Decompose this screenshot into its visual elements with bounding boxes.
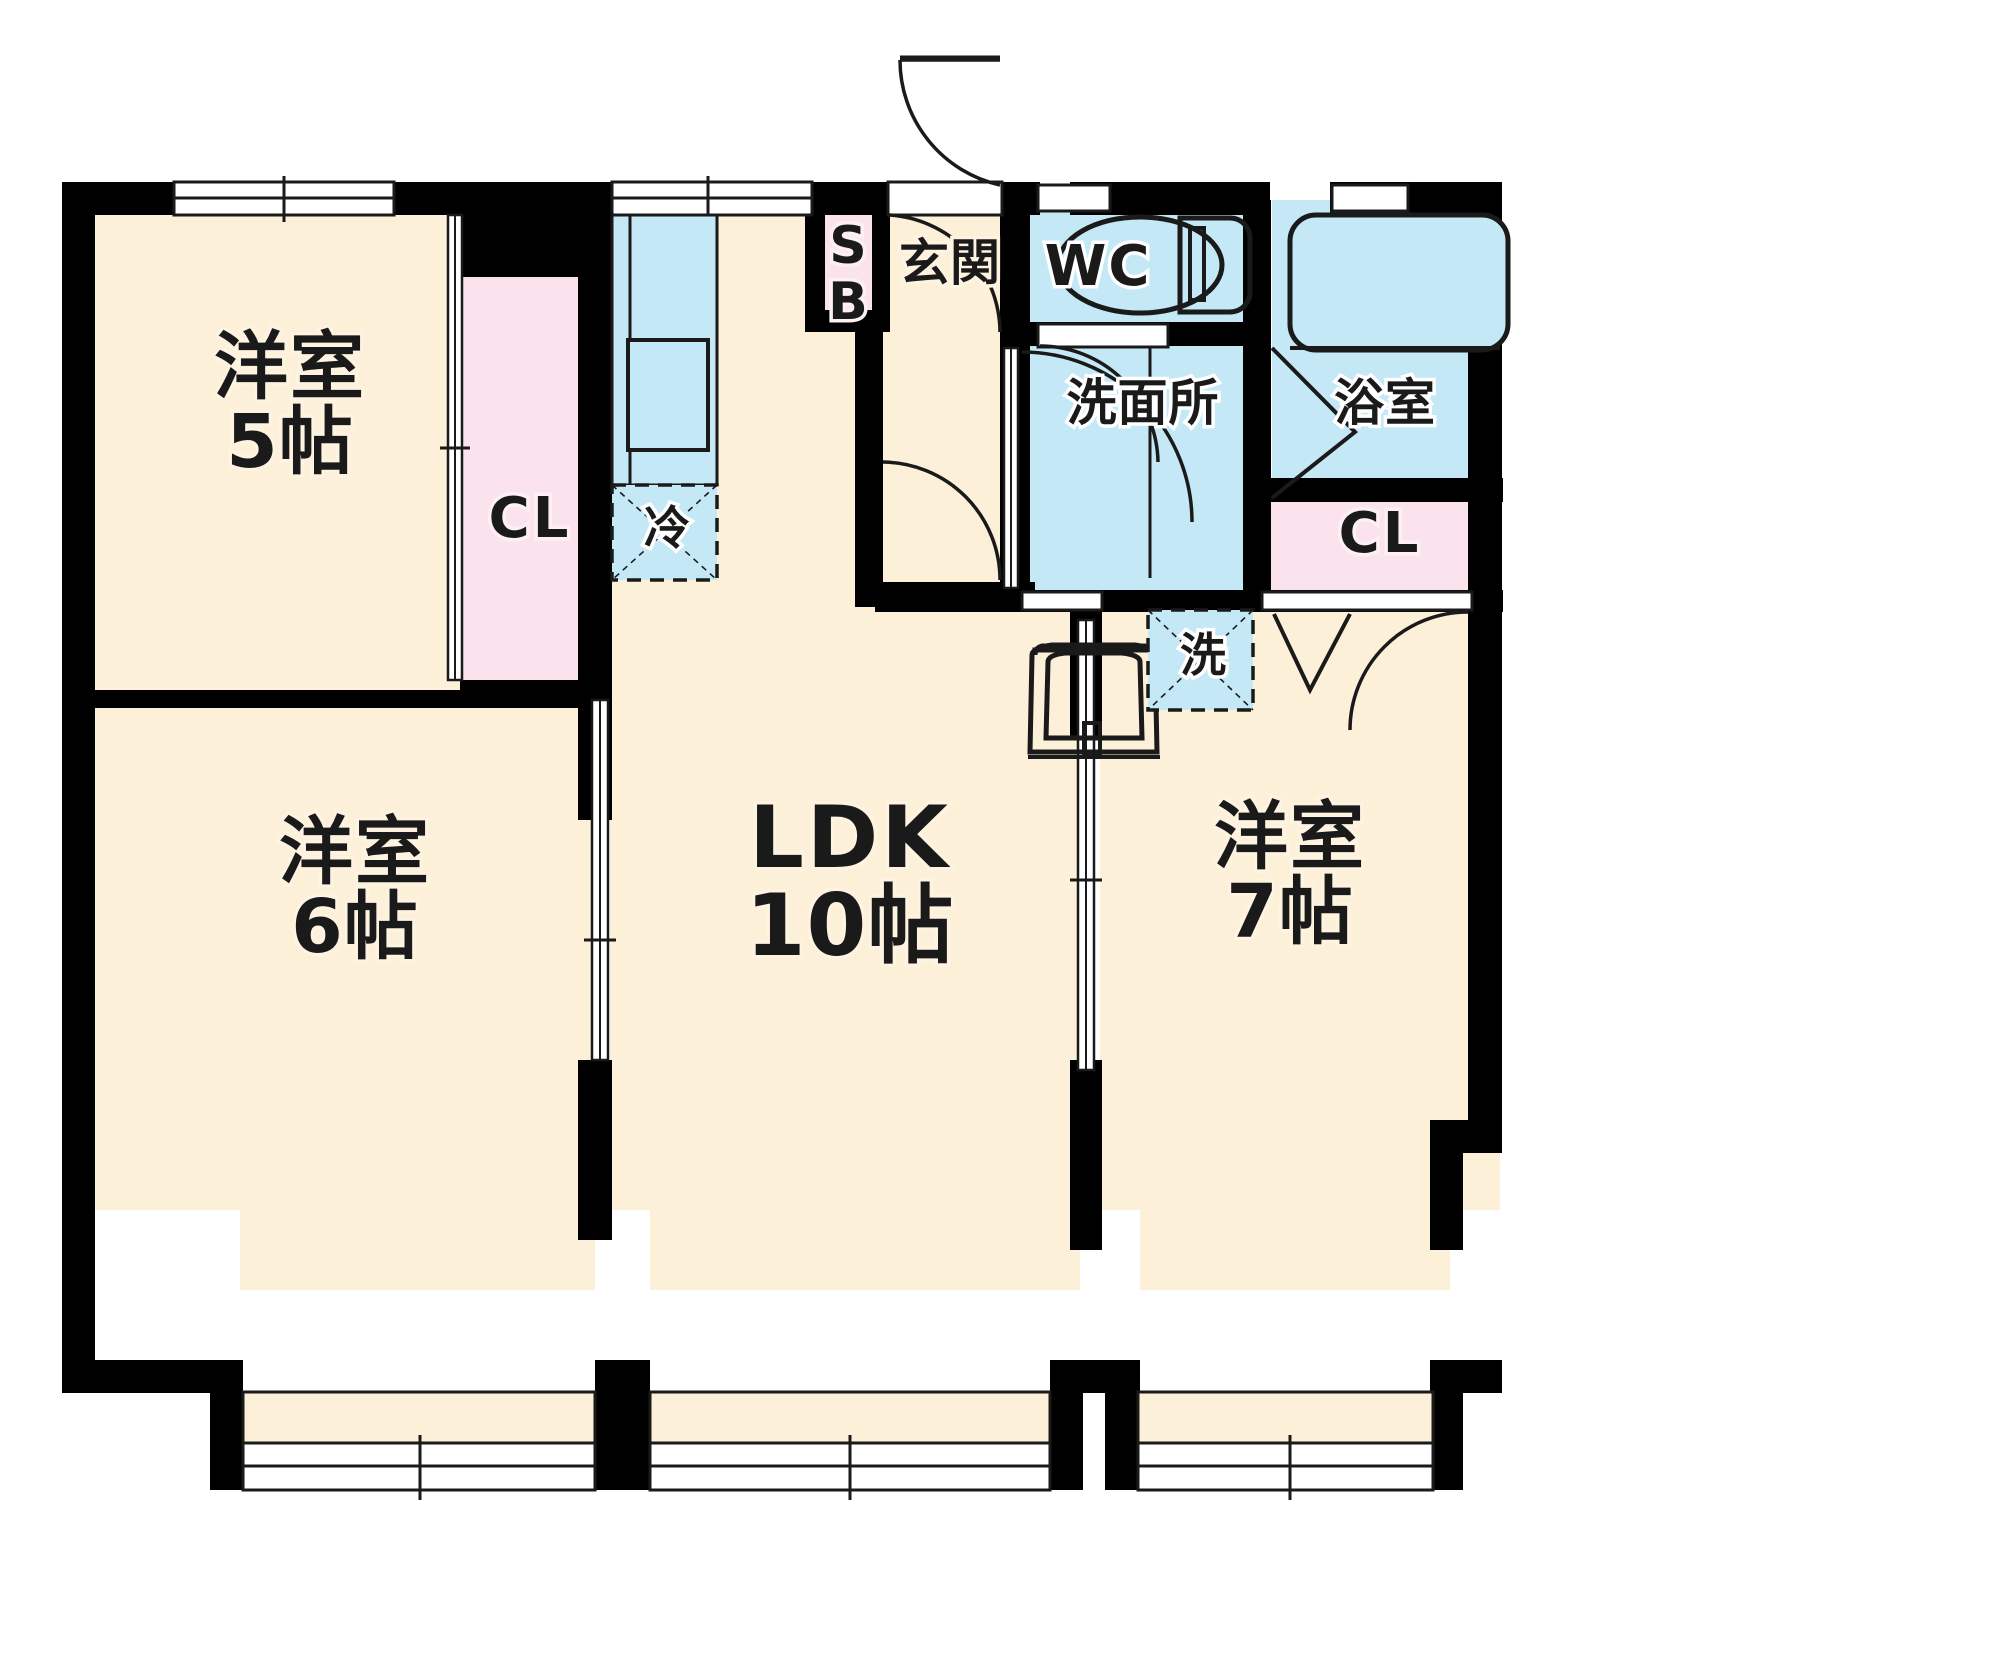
wall-closet-bottom: [460, 680, 610, 708]
kitchen-counter-fixture: [610, 213, 719, 487]
bedroom-6-name: 洋室: [276, 809, 433, 895]
door-entrance-inner: [887, 213, 1002, 333]
wall-wc-right: [1243, 200, 1271, 350]
kitchen-sink-basin: [626, 338, 710, 452]
window-closet-right-bottom: [1260, 590, 1474, 612]
label-bedroom-5: 洋室 5帖: [150, 324, 430, 486]
wall-top-sb: [805, 182, 825, 332]
window-ldk-bottom: [648, 1435, 1052, 1500]
door-bathroom-folding: [1270, 346, 1358, 500]
window-bath-top: [1330, 183, 1410, 213]
wall-bottom-seg-h: [1430, 1360, 1463, 1490]
label-bedroom-6: 洋室 6帖: [205, 809, 505, 971]
bedroom-7-name: 洋室: [1211, 794, 1368, 880]
wall-bath-bottom: [1243, 478, 1503, 502]
walls: [62, 182, 1503, 1490]
window-washroom-bottom: [1020, 590, 1104, 612]
wall-left-outer: [62, 182, 95, 1392]
washer-text: 洗: [1177, 628, 1230, 682]
label-closet-right: CL: [1320, 501, 1440, 566]
wall-kitchen-hall: [855, 330, 883, 600]
windows: [172, 176, 1474, 1500]
wall-top-sb2: [805, 310, 880, 332]
wall-top-seg-d: [872, 182, 890, 332]
label-toilet: WC: [1038, 234, 1158, 299]
closet-left-text: CL: [485, 486, 572, 551]
bedroom-7-size: 7帖: [1223, 869, 1357, 956]
wall-bath-washroom: [1243, 346, 1271, 596]
floor-washroom: [1018, 330, 1250, 595]
label-bathroom: 浴室: [1320, 374, 1450, 432]
floor-closet-left: [460, 215, 580, 700]
sliding-doors[interactable]: [440, 213, 1102, 1072]
door-entrance-main: [898, 55, 1001, 187]
window-entrance-top: [886, 180, 1004, 217]
sliding-door-bedroom-6: [584, 698, 616, 1062]
floor-ldk-bay: [650, 1210, 1080, 1290]
floor-bedroom-6: [95, 700, 595, 1210]
window-bedroom-6-bottom: [241, 1435, 597, 1500]
entrance-text: 玄関: [896, 234, 1004, 292]
door-bedroom-7: [1348, 610, 1469, 731]
wall-left-block-ldk: [578, 182, 612, 702]
floor-fills: [95, 200, 1502, 1290]
door-washroom: [1021, 350, 1194, 523]
bedroom-5-name: 洋室: [211, 324, 368, 410]
label-washer: 洗: [1168, 628, 1238, 682]
label-ldk: LDK 10帖: [700, 788, 1000, 976]
sliding-door-washroom: [1002, 346, 1020, 590]
door-wc: [1039, 344, 1160, 463]
label-closet-left: CL: [470, 486, 590, 551]
label-bedroom-7: 洋室 7帖: [1140, 794, 1440, 956]
door-closet-right-folding: [1272, 613, 1352, 695]
label-refrigerator: 冷: [632, 501, 702, 555]
bedroom-6-size: 6帖: [288, 884, 422, 971]
floor-shoe-box: [822, 200, 874, 328]
toilet-fixture-shape: [1055, 214, 1253, 316]
refrigerator-space-box: [610, 483, 719, 582]
toilet-text: WC: [1041, 234, 1153, 299]
shoe-box-line-1: S: [826, 214, 870, 277]
sliding-door-closet-left: [440, 213, 470, 682]
ldk-size: 10帖: [742, 875, 957, 976]
wall-bay-center-top: [1050, 1360, 1140, 1393]
closet-right-text: CL: [1335, 501, 1422, 566]
floor-bedroom-6-bay: [240, 1210, 595, 1290]
floor-closet-right: [1270, 485, 1498, 600]
label-entrance: 玄関: [890, 234, 1010, 292]
wall-left-block-ldk-3: [578, 1060, 612, 1240]
wall-right-outer-3: [1430, 1120, 1463, 1250]
door-hall-ldk: [882, 460, 1002, 581]
wall-bottom-seg-c: [595, 1360, 650, 1490]
bathroom-text: 浴室: [1331, 374, 1439, 432]
window-wc-top: [1036, 183, 1112, 213]
label-shoe-box: S B: [824, 214, 872, 333]
shoe-box-line-2: B: [825, 270, 872, 333]
window-bedroom-5-top: [172, 176, 396, 222]
ldk-name: LDK: [746, 788, 952, 888]
wall-bay-left-top: [62, 1360, 242, 1393]
wall-ldk-bed7-2: [1070, 1060, 1102, 1250]
washroom-text: 洗面所: [1063, 374, 1222, 432]
bathtub-shape: [1287, 212, 1511, 353]
window-bedroom-7-bottom: [1136, 1435, 1435, 1500]
bedroom-5-size: 5帖: [223, 399, 357, 486]
refrigerator-text: 冷: [641, 501, 694, 555]
label-washroom: 洗面所: [1058, 374, 1228, 432]
floor-toilet: [1030, 200, 1248, 330]
window-wc-bottom: [1036, 322, 1170, 349]
floor-bedroom-7-bay: [1140, 1210, 1450, 1290]
washing-machine-space-box: [1146, 608, 1255, 712]
swing-doors[interactable]: [882, 55, 1469, 731]
